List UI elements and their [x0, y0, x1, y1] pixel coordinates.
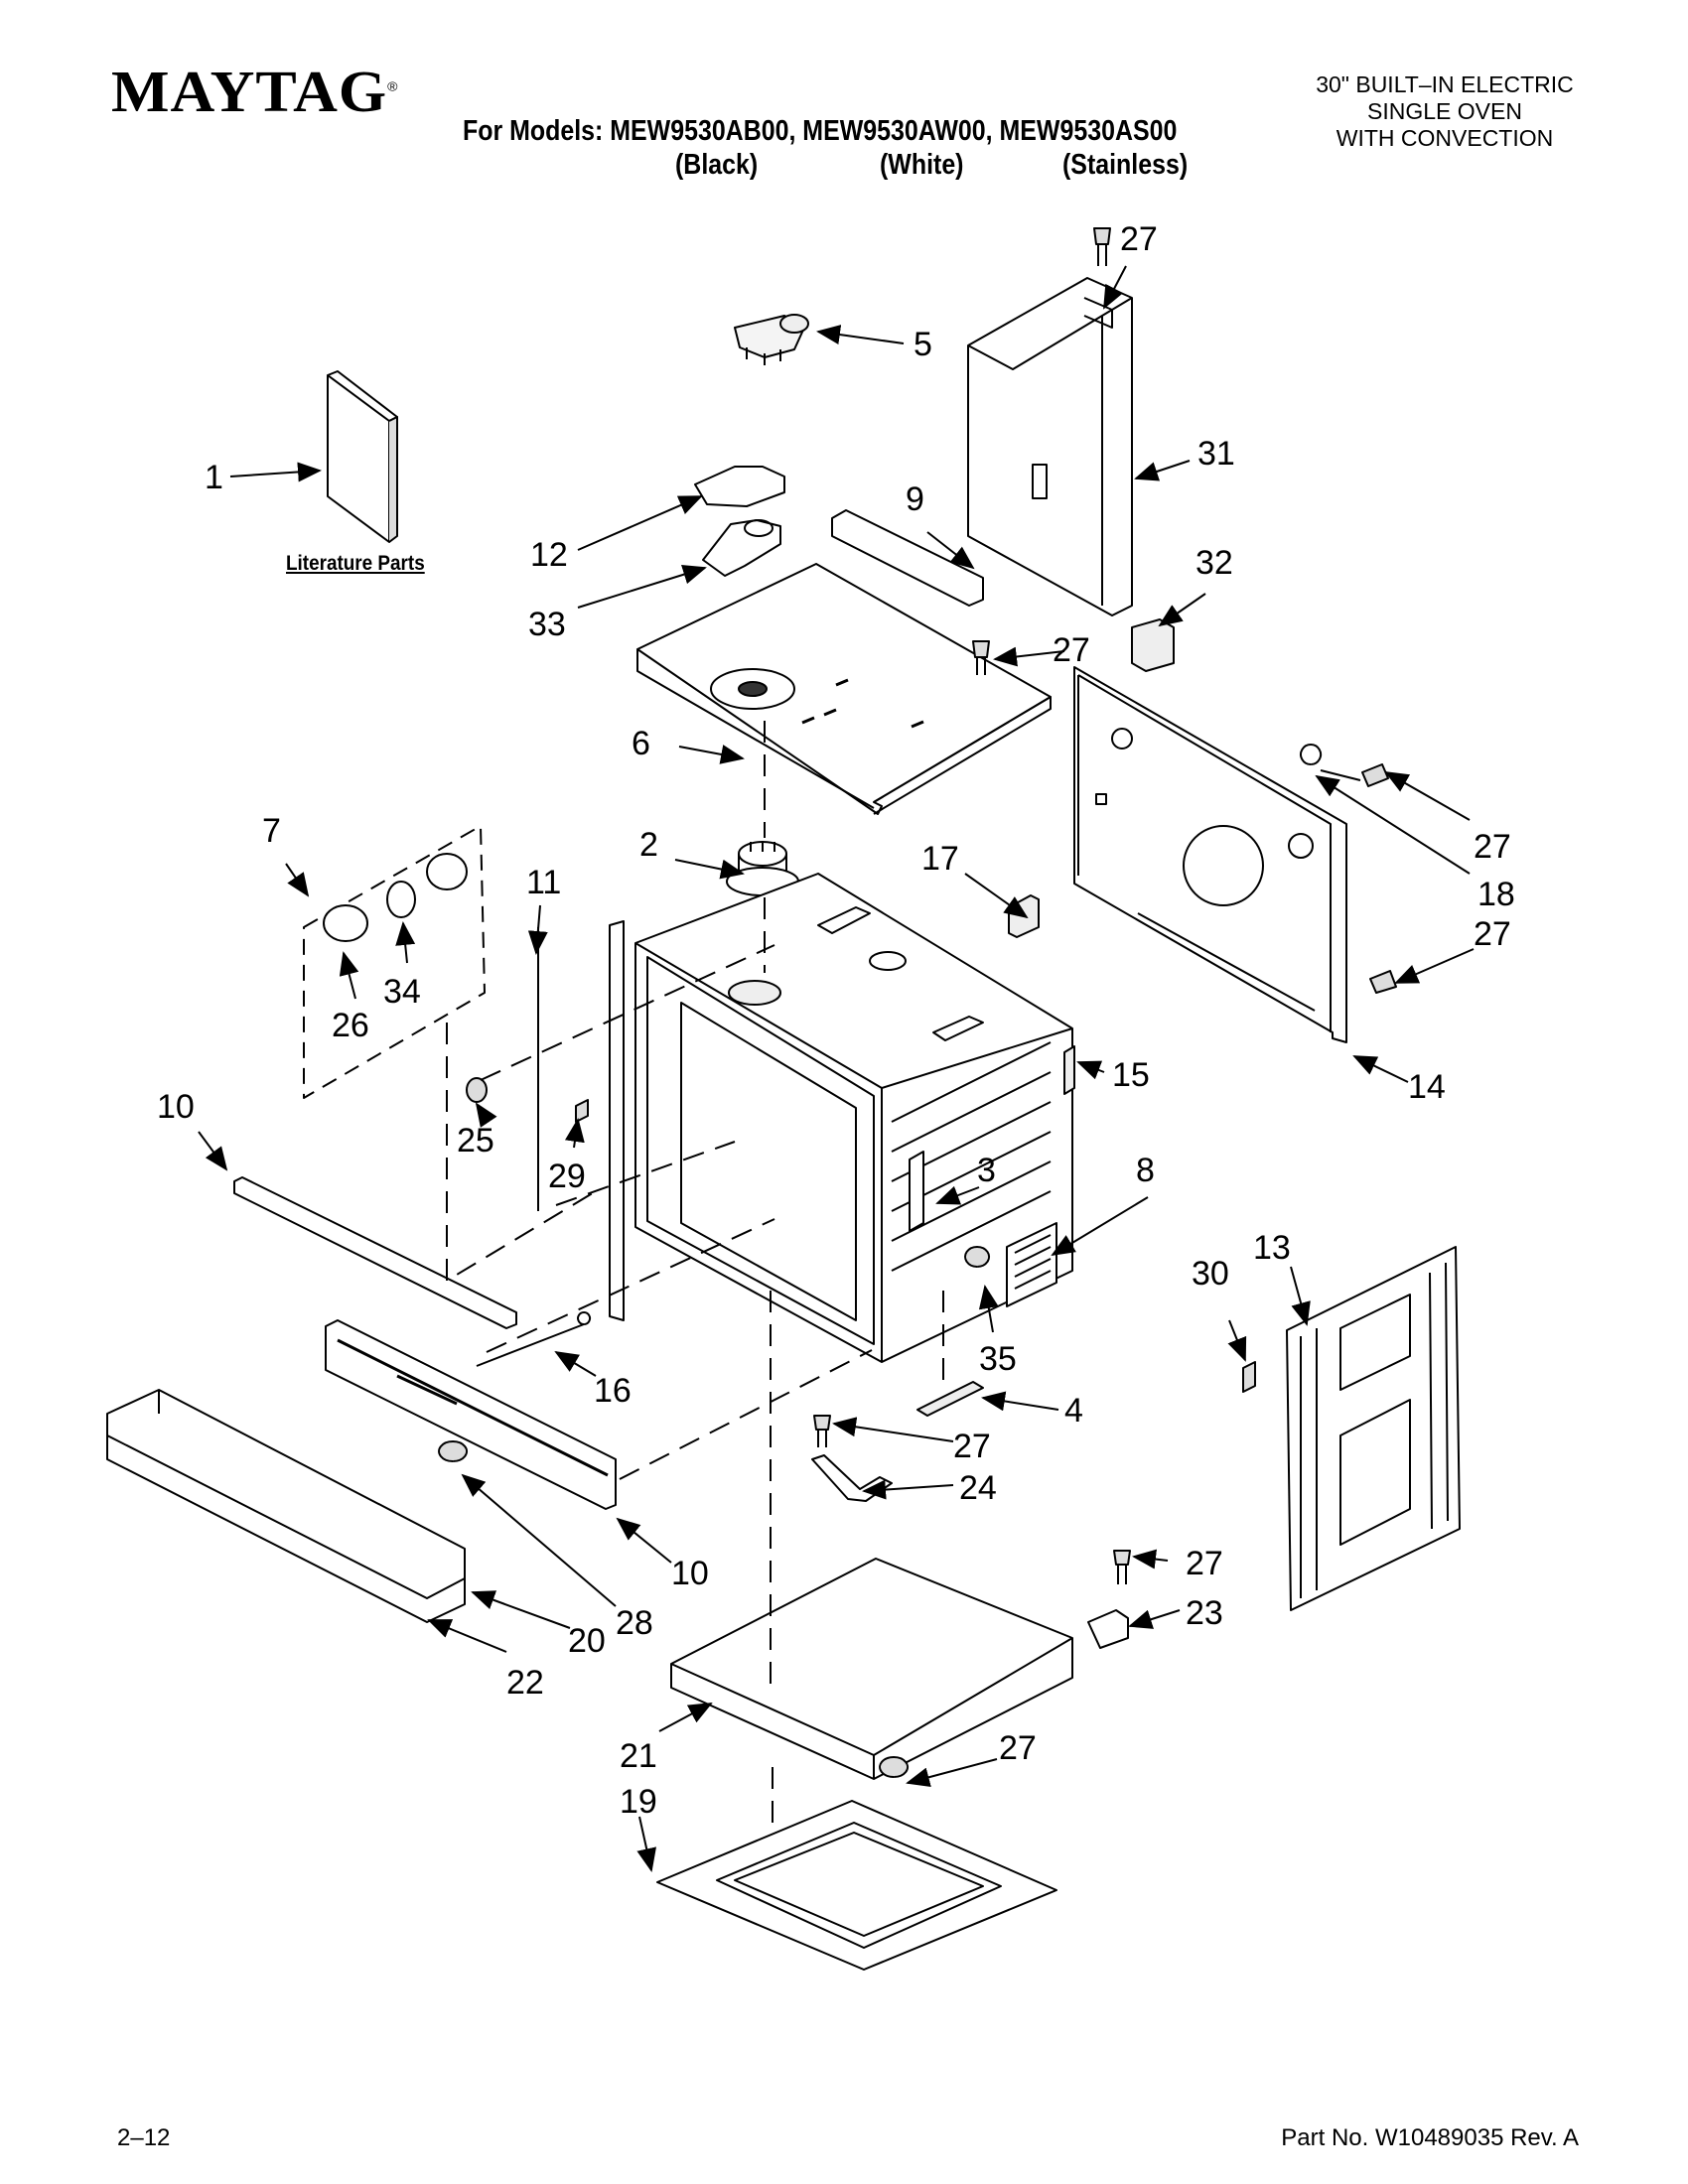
callout-label: 27: [1186, 1545, 1223, 1582]
sensor-part: [909, 1151, 924, 1232]
callout-label: 27: [999, 1729, 1037, 1767]
callout-label: 16: [594, 1372, 632, 1410]
callout-label: 27: [1053, 631, 1090, 669]
callout-label: 17: [921, 840, 959, 878]
finish-stainless: (Stainless): [1062, 149, 1189, 181]
callout-label: 26: [332, 1007, 369, 1044]
callout-label: 12: [530, 536, 568, 574]
page-number: 2–12: [117, 2124, 171, 2151]
callout-label: 27: [1474, 828, 1511, 866]
product-type-line: SINGLE OVEN: [1367, 98, 1522, 124]
finish-white: (White): [880, 149, 964, 181]
bracket-part: [811, 1454, 893, 1502]
wire-part: [476, 1311, 592, 1367]
product-type: 30" BUILT–IN ELECTRIC SINGLE OVEN WITH C…: [1281, 71, 1609, 152]
callout-label: 21: [620, 1737, 657, 1775]
callout-label: 27: [953, 1428, 991, 1465]
bracket-part: [916, 1381, 984, 1417]
lamp-socket-part: [426, 853, 468, 890]
callout-label: 9: [906, 480, 924, 518]
side-panel-part: [1286, 1246, 1461, 1611]
callout-label: 10: [671, 1555, 709, 1592]
trim-strip-part: [325, 1319, 617, 1510]
lamp-group-box: [303, 825, 486, 1099]
callout-label: 6: [632, 725, 650, 762]
literature-parts-caption: Literature Parts: [286, 552, 425, 575]
literature-booklet: [327, 370, 398, 543]
bracket-part: [1087, 1609, 1129, 1649]
switch-part: [734, 314, 809, 365]
bottom-tray-part: [656, 1800, 1057, 1971]
callout-label: 30: [1192, 1255, 1229, 1293]
callout-label: 14: [1408, 1068, 1446, 1106]
trim-strip-part: [233, 1176, 517, 1329]
models-line: For Models: MEW9530AB00, MEW9530AW00, ME…: [463, 115, 1178, 147]
callout-label: 15: [1112, 1056, 1150, 1094]
screw-part: [1369, 970, 1397, 994]
hinge-part: [1063, 1045, 1075, 1095]
callout-label: 13: [1253, 1229, 1291, 1267]
fan-motor-part: [726, 841, 799, 896]
callout-label: 10: [157, 1088, 195, 1126]
callout-label: 27: [1120, 220, 1158, 258]
bracket-part: [1131, 618, 1175, 672]
callout-label: 28: [616, 1604, 653, 1642]
callout-label: 32: [1196, 544, 1233, 582]
callout-label: 1: [205, 459, 223, 496]
product-type-line: 30" BUILT–IN ELECTRIC: [1316, 71, 1574, 97]
screw-part: [1113, 1550, 1131, 1584]
bulb-part: [386, 881, 416, 918]
callout-label: 31: [1197, 435, 1235, 473]
vent-duct-part: [702, 519, 781, 577]
lamp-cover-part: [323, 904, 368, 942]
screw-part: [575, 1099, 589, 1123]
callout-label: 24: [959, 1469, 997, 1507]
callout-labels: 27 5 1 31 12 9 32 33 27 6 27 18 7 2 17 2…: [157, 220, 1515, 1821]
callout-label: 27: [1474, 915, 1511, 953]
front-trim-part: [106, 1389, 466, 1623]
plug-part: [466, 1077, 488, 1103]
channel-part: [831, 509, 984, 607]
callout-label: 22: [506, 1664, 544, 1702]
callout-label: 25: [457, 1122, 494, 1160]
callout-label: 29: [548, 1158, 586, 1195]
oven-cavity-part: [609, 873, 1073, 1363]
finish-black: (Black): [675, 149, 759, 181]
clip-part: [1242, 1361, 1256, 1393]
product-type-line: WITH CONVECTION: [1336, 125, 1554, 151]
callout-label: 7: [262, 812, 281, 850]
grille-part: [1006, 1222, 1057, 1307]
callout-label: 35: [979, 1340, 1017, 1378]
screw-part: [1093, 227, 1111, 266]
screw-part: [972, 640, 990, 675]
clip-part: [1300, 744, 1361, 781]
rear-panel-part: [1073, 666, 1347, 1043]
control-panel-part: [967, 277, 1133, 616]
callout-label: 20: [568, 1622, 606, 1660]
screw-part: [1361, 763, 1389, 787]
callout-label: 34: [383, 973, 421, 1011]
callout-label: 5: [914, 326, 932, 363]
vent-cover-part: [694, 466, 785, 507]
callout-label: 19: [620, 1783, 657, 1821]
callout-label: 33: [528, 606, 566, 643]
callout-label: 23: [1186, 1594, 1223, 1632]
screw-part: [438, 1440, 469, 1462]
screw-part: [964, 1246, 991, 1268]
callout-label: 18: [1477, 876, 1515, 913]
screw-part: [879, 1756, 910, 1778]
brand-logo: MAYTAG®: [111, 60, 399, 125]
callout-label: 3: [977, 1152, 996, 1189]
top-cover-part: [636, 563, 1052, 815]
screw-part: [813, 1415, 831, 1447]
callout-label: 8: [1136, 1152, 1155, 1189]
part-number: Part No. W10489035 Rev. A: [1281, 2124, 1579, 2151]
callout-label: 11: [526, 864, 561, 901]
callout-label: 2: [639, 826, 658, 864]
callout-label: 4: [1064, 1392, 1083, 1430]
